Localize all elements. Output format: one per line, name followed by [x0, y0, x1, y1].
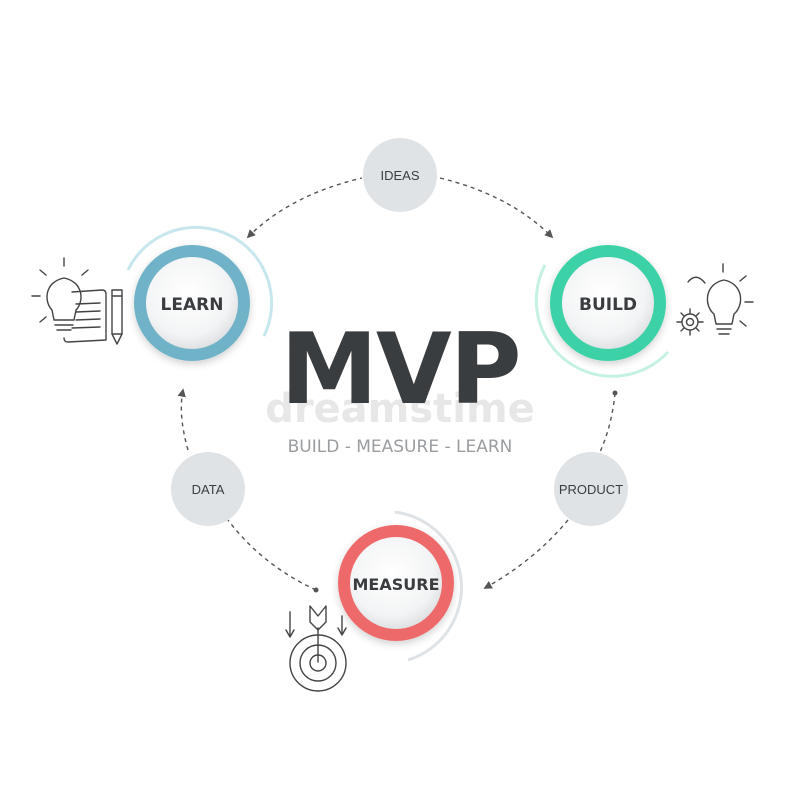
connector-product-to-measure [483, 519, 569, 589]
node-measure-arc [394, 510, 463, 662]
connector-dot-build [612, 390, 618, 396]
bubble-ideas-label: IDEAS [380, 168, 419, 183]
connector-measure-to-data [227, 519, 317, 591]
node-measure: MEASURE [338, 510, 463, 662]
node-build: BUILD [534, 245, 670, 378]
connector-build-to-product [599, 392, 616, 453]
node-learn: LEARN [126, 225, 274, 361]
connector-lines [177, 177, 616, 591]
node-measure-label: MEASURE [353, 575, 440, 594]
main-title: MVP [280, 313, 519, 427]
node-build-arc [534, 264, 670, 378]
bubble-ideas: IDEAS [363, 138, 437, 212]
node-build-label: BUILD [579, 295, 637, 315]
bubble-data-label: DATA [192, 482, 225, 497]
main-subtitle: BUILD - MEASURE - LEARN [288, 437, 513, 457]
node-learn-label: LEARN [161, 295, 224, 315]
connector-data-to-learn [177, 388, 189, 451]
connector-learn-to-ideas [246, 177, 363, 239]
connector-ideas-to-build [439, 177, 554, 239]
target-arrow-icon [285, 605, 347, 692]
connector-dot-measure [313, 587, 319, 593]
lightbulb-notes-pencil-icon [31, 257, 123, 345]
lightbulb-gear-icon [676, 263, 754, 336]
watermark: dreamstime [265, 386, 535, 432]
bubble-data: DATA [171, 452, 245, 526]
bubble-product-label: PRODUCT [559, 482, 623, 497]
node-learn-arc [126, 225, 274, 337]
bubble-product: PRODUCT [554, 452, 628, 526]
